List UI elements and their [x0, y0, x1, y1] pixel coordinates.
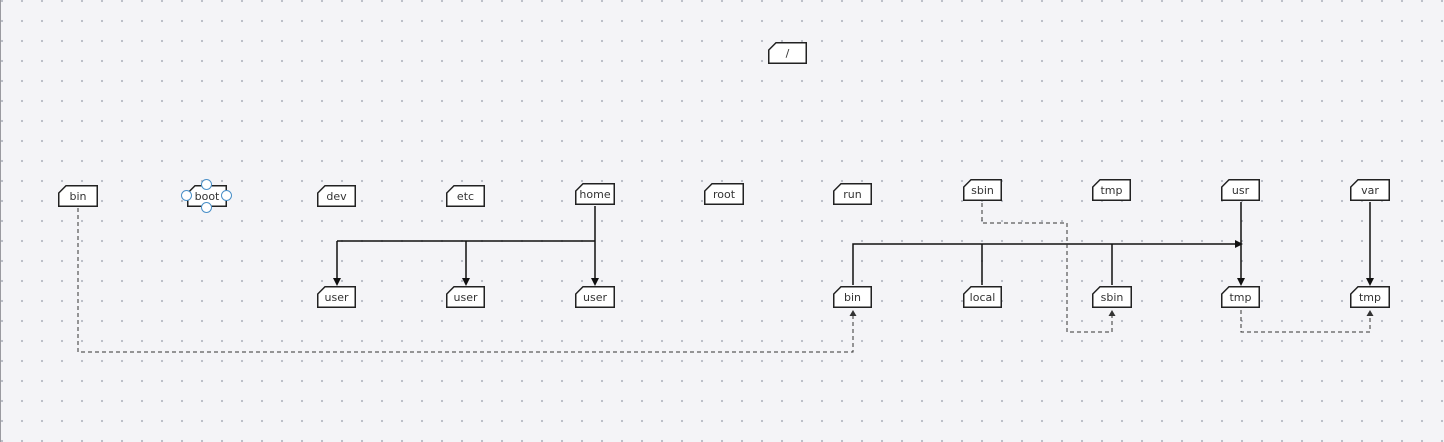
node-usr-local[interactable]: local [963, 286, 1002, 308]
node-home-user-3-label: user [583, 290, 607, 304]
selection-handle-right[interactable] [221, 190, 232, 201]
edge-usr-tmp-var-tmp[interactable] [1240, 310, 1374, 333]
node-usr-bin-label: bin [843, 290, 861, 304]
node-usr-tmp-label: tmp [1229, 290, 1252, 304]
node-var-label: var [1361, 183, 1379, 197]
edge-home-users[interactable] [333, 206, 599, 286]
node-usr-sbin[interactable]: sbin [1092, 286, 1132, 308]
node-sbin-label: sbin [971, 183, 994, 197]
node-dev-label: dev [326, 189, 347, 203]
node-root-label: / [785, 46, 790, 60]
node-usr[interactable]: usr [1221, 179, 1260, 201]
node-root-dir[interactable]: root [704, 183, 744, 205]
node-bin[interactable]: bin [58, 185, 98, 207]
selection-handle-bottom[interactable] [201, 202, 212, 213]
node-etc-label: etc [456, 189, 475, 203]
node-usr-sbin-label: sbin [1100, 290, 1124, 304]
node-etc[interactable]: etc [446, 185, 485, 207]
node-tmp-label: tmp [1100, 183, 1123, 197]
node-var-tmp[interactable]: tmp [1350, 286, 1390, 308]
node-root-dir-label: root [712, 187, 736, 201]
node-run[interactable]: run [833, 183, 872, 205]
edge-usr-children[interactable] [852, 202, 1245, 286]
node-boot[interactable]: boot [181, 179, 232, 213]
node-sbin[interactable]: sbin [963, 179, 1002, 201]
node-dev[interactable]: dev [317, 185, 356, 207]
node-home[interactable]: home [575, 183, 615, 205]
selection-handle-left[interactable] [181, 190, 192, 201]
node-var-tmp-label: tmp [1358, 290, 1381, 304]
node-home-label: home [579, 187, 611, 201]
node-home-user-2-label: user [453, 290, 478, 304]
node-boot-label: boot [194, 189, 220, 203]
node-tmp[interactable]: tmp [1092, 179, 1131, 201]
node-run-label: run [843, 187, 862, 201]
node-home-user-1[interactable]: user [317, 286, 356, 308]
node-bin-label: bin [69, 189, 87, 203]
edge-sbin-usr-sbin[interactable] [981, 203, 1116, 333]
node-home-user-1-label: user [324, 290, 349, 304]
node-home-user-3[interactable]: user [575, 286, 615, 308]
node-usr-local-label: local [969, 290, 996, 304]
node-var[interactable]: var [1350, 179, 1390, 201]
node-usr-tmp[interactable]: tmp [1221, 286, 1260, 308]
node-usr-label: usr [1231, 183, 1250, 197]
node-usr-bin[interactable]: bin [833, 286, 872, 308]
selection-handle-top[interactable] [201, 179, 212, 190]
node-home-user-2[interactable]: user [446, 286, 485, 308]
edge-bin-usr-bin[interactable] [77, 208, 857, 353]
node-root[interactable]: / [768, 42, 807, 64]
